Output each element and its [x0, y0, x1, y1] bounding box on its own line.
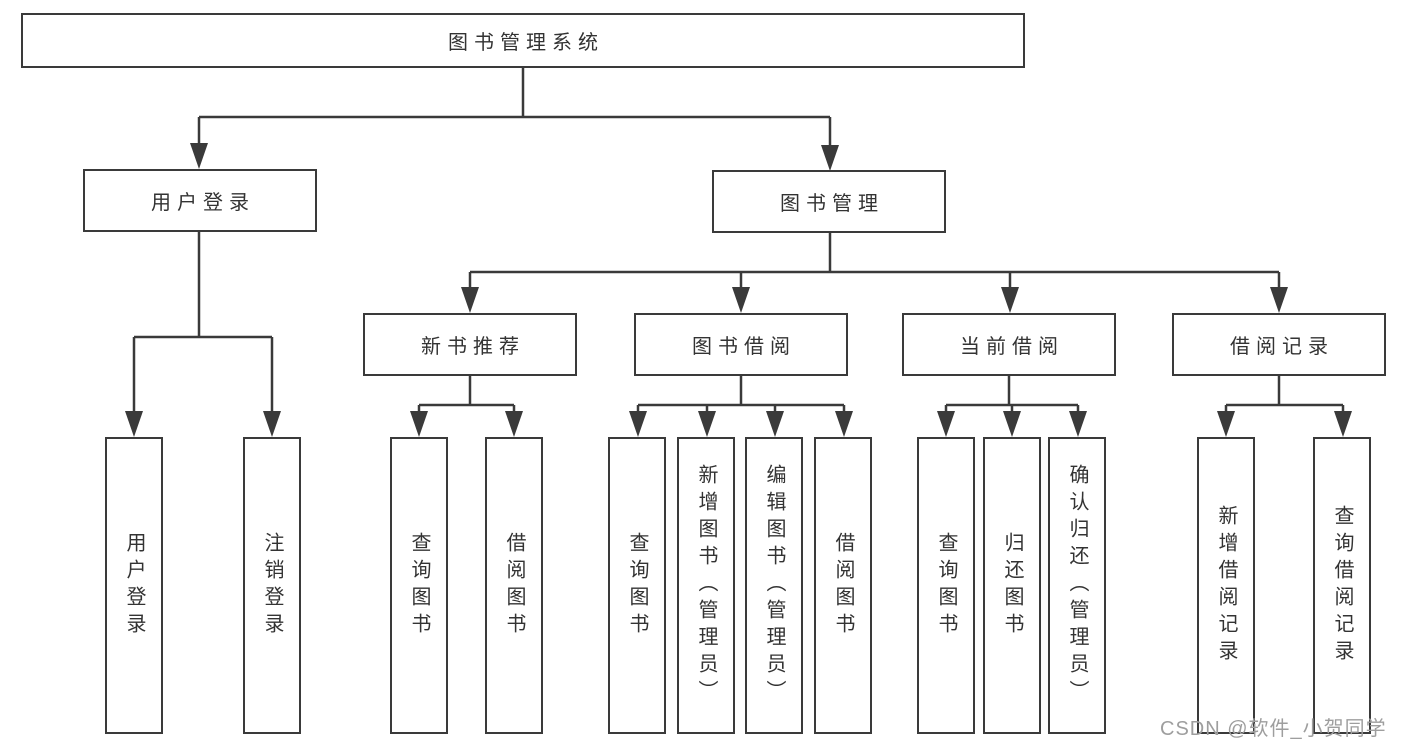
node-book-borrow: 图书借阅 [634, 313, 848, 376]
leaf-borrow-books-borrow: 借阅图书 [814, 437, 872, 734]
node-label: 用户登录 [151, 192, 255, 214]
node-user-login-group: 用户登录 [83, 169, 317, 232]
leaf-label: 借阅图书 [832, 531, 854, 640]
leaf-query-books-current: 查询图书 [917, 437, 975, 734]
leaf-label: 用户登录 [123, 531, 145, 640]
leaf-add-borrow-record: 新增借阅记录 [1197, 437, 1255, 734]
leaf-label: 查询图书 [626, 531, 648, 640]
node-label: 借阅记录 [1230, 336, 1334, 358]
node-label: 图书管理 [780, 193, 884, 215]
leaf-label: 新增借阅记录 [1215, 504, 1237, 667]
node-borrow-records: 借阅记录 [1172, 313, 1386, 376]
node-book-management: 图书管理 [712, 170, 946, 233]
leaf-logout: 注销登录 [243, 437, 301, 734]
leaf-query-borrow-record: 查询借阅记录 [1313, 437, 1371, 734]
leaf-query-books-newbook: 查询图书 [390, 437, 448, 734]
leaf-return-books: 归还图书 [983, 437, 1041, 734]
leaf-edit-book-admin: 编辑图书（管理员） [745, 437, 803, 734]
leaf-user-login: 用户登录 [105, 437, 163, 734]
leaf-label: 编辑图书（管理员） [763, 464, 785, 707]
node-root: 图书管理系统 [21, 13, 1025, 68]
node-current-borrow: 当前借阅 [902, 313, 1116, 376]
leaf-label: 查询图书 [935, 531, 957, 640]
watermark: CSDN @软件_小贺同学 [1160, 718, 1387, 740]
node-new-book-recommend: 新书推荐 [363, 313, 577, 376]
leaf-add-book-admin: 新增图书（管理员） [677, 437, 735, 734]
leaf-label: 查询图书 [408, 531, 430, 640]
leaf-query-books-borrow: 查询图书 [608, 437, 666, 734]
leaf-label: 查询借阅记录 [1331, 504, 1353, 667]
leaf-borrow-books-newbook: 借阅图书 [485, 437, 543, 734]
leaf-label: 借阅图书 [503, 531, 525, 640]
leaf-label: 归还图书 [1001, 531, 1023, 640]
leaf-confirm-return-admin: 确认归还（管理员） [1048, 437, 1106, 734]
node-label: 新书推荐 [421, 336, 525, 358]
leaf-label: 注销登录 [261, 531, 283, 640]
leaf-label: 新增图书（管理员） [695, 464, 717, 707]
node-label: 图书借阅 [692, 336, 796, 358]
leaf-label: 确认归还（管理员） [1066, 464, 1088, 707]
node-label: 当前借阅 [960, 336, 1064, 358]
node-root-label: 图书管理系统 [448, 32, 604, 54]
